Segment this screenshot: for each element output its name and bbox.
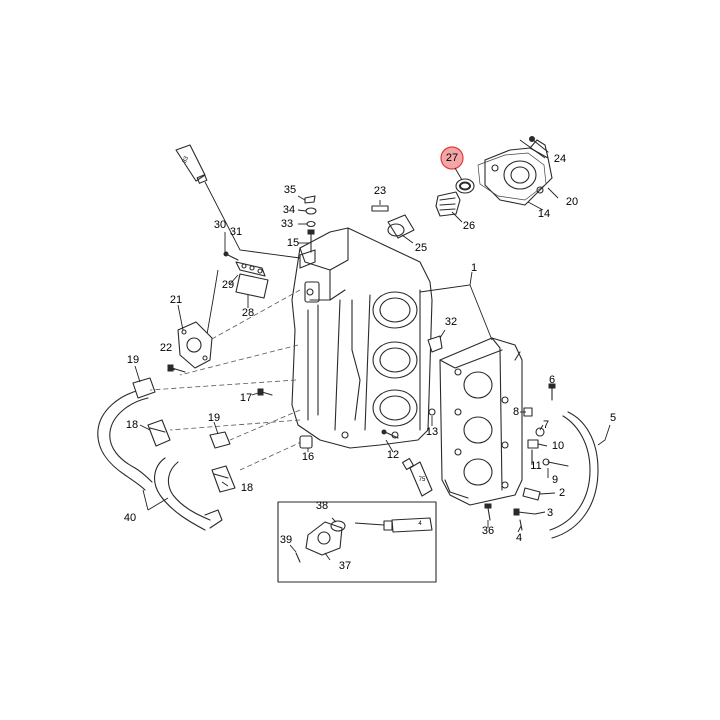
fitting-19b: [209, 431, 231, 449]
callout-29: 29: [222, 279, 234, 291]
thermostat-seal: [455, 178, 475, 194]
callout-37: 37: [339, 560, 351, 572]
bolt-3: [513, 508, 536, 516]
cylinder-head: [439, 337, 523, 506]
sensor-cluster-29: [223, 251, 266, 277]
bolt-15: [307, 229, 315, 253]
fitting-18a: [147, 419, 171, 447]
bolt-9: [542, 458, 569, 467]
callout-39: 39: [280, 534, 292, 546]
fitting-32: [427, 335, 443, 353]
callout-20: 20: [566, 196, 578, 208]
callout-18b: 18: [241, 482, 253, 494]
o-ring-38: [330, 520, 346, 532]
callout-4: 4: [516, 532, 522, 544]
callout-33: 33: [281, 218, 293, 230]
bolt-2: [522, 487, 541, 501]
bolt-36: [484, 503, 492, 521]
callout-38: 38: [316, 500, 328, 512]
cylinder-block: [291, 227, 433, 449]
harness-wire: [204, 181, 301, 259]
callout-19a: 19: [127, 354, 139, 366]
fitting-10: [527, 439, 539, 449]
gasket-28: [235, 273, 269, 299]
guide-lines: [149, 289, 311, 471]
callout-1: 1: [471, 262, 477, 274]
bolt-24: [529, 136, 549, 153]
sealant-tube-75: 75: [401, 457, 433, 497]
fitting-12: [381, 429, 399, 439]
cable-31: [205, 269, 219, 341]
bolt-17: [257, 388, 273, 396]
fitting-7: [535, 427, 545, 437]
cover-21: [177, 321, 213, 369]
callout-9: 9: [552, 474, 558, 486]
callout-5: 5: [610, 412, 616, 424]
washer-34: [305, 207, 317, 215]
callout-25: 25: [415, 242, 427, 254]
callout-31: 31: [230, 226, 242, 238]
callout-17: 17: [240, 392, 252, 404]
callout-15: 15: [287, 237, 299, 249]
bolt-39: [295, 552, 301, 563]
plate-37: [305, 521, 343, 556]
fitting-19a: [132, 377, 156, 399]
callout-11: 11: [530, 460, 541, 472]
callout-12: 12: [387, 449, 399, 461]
callout-34: 34: [283, 204, 295, 216]
callout-23: 23: [374, 185, 386, 197]
tube-label-33: 33: [182, 155, 191, 164]
callout-21: 21: [170, 294, 182, 306]
callout-18a: 18: [126, 419, 138, 431]
inset-box: [277, 501, 437, 583]
bushing-25: [387, 214, 415, 239]
callout-27: 27: [446, 152, 458, 164]
thermostat-housing: [484, 139, 553, 206]
hose-40: [97, 389, 223, 531]
highlight-27: [440, 146, 464, 170]
callout-35: 35: [284, 184, 296, 196]
callout-6: 6: [549, 374, 555, 386]
callout-labels: 1 2 3 4 5 6 7 8 9 10 11 12 13 14 15 16 1…: [124, 152, 616, 572]
thermostat: [435, 191, 461, 217]
callout-16: 16: [302, 451, 314, 463]
bolt-4: [519, 519, 523, 531]
pin-23: [371, 205, 389, 212]
callout-7: 7: [543, 419, 549, 431]
plug-16: [299, 435, 313, 449]
leader-27: [454, 167, 463, 181]
callout-28: 28: [242, 307, 254, 319]
callout-32: 32: [445, 316, 457, 328]
tube-label-4: 4: [418, 521, 422, 527]
thermostat-gasket: [477, 152, 547, 201]
sealant-tube-33: 33: [175, 144, 208, 184]
tube-label-75: 75: [419, 477, 426, 483]
callout-8: 8: [513, 406, 519, 418]
washer-33: [306, 220, 316, 228]
callout-14: 14: [538, 208, 550, 220]
callout-19b: 19: [208, 412, 220, 424]
callout-2: 2: [559, 487, 565, 499]
callout-10: 10: [552, 440, 564, 452]
callout-13: 13: [426, 426, 438, 438]
washer-35: [304, 195, 316, 204]
callout-3: 3: [547, 507, 553, 519]
leader-lines: [134, 139, 611, 561]
callout-36: 36: [482, 525, 494, 537]
callout-22: 22: [160, 342, 172, 354]
fitting-18b: [211, 465, 236, 493]
callout-30: 30: [214, 219, 226, 231]
callout-24: 24: [554, 153, 566, 165]
hose-5: [549, 411, 599, 539]
plug-13: [428, 408, 436, 416]
callout-40: 40: [124, 512, 136, 524]
callout-26: 26: [463, 220, 475, 232]
sealant-tube-4: 4: [383, 517, 433, 533]
